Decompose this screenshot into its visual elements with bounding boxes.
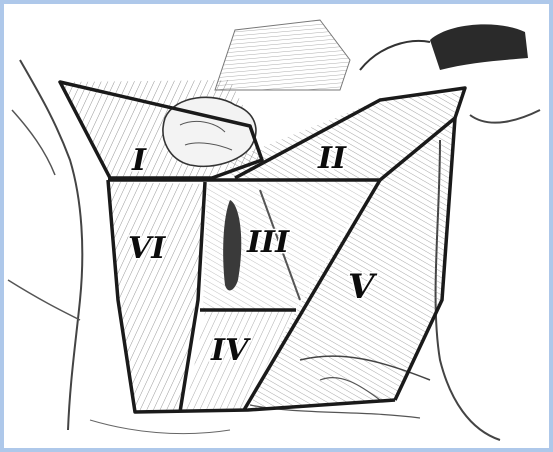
level-6-label: VI	[128, 231, 166, 266]
level-2-label: II	[317, 141, 347, 176]
level-4-label: IV	[210, 333, 251, 368]
level-3-label: III	[246, 225, 290, 260]
level-5-label: V	[348, 267, 378, 307]
level-1-label: I	[131, 143, 147, 178]
